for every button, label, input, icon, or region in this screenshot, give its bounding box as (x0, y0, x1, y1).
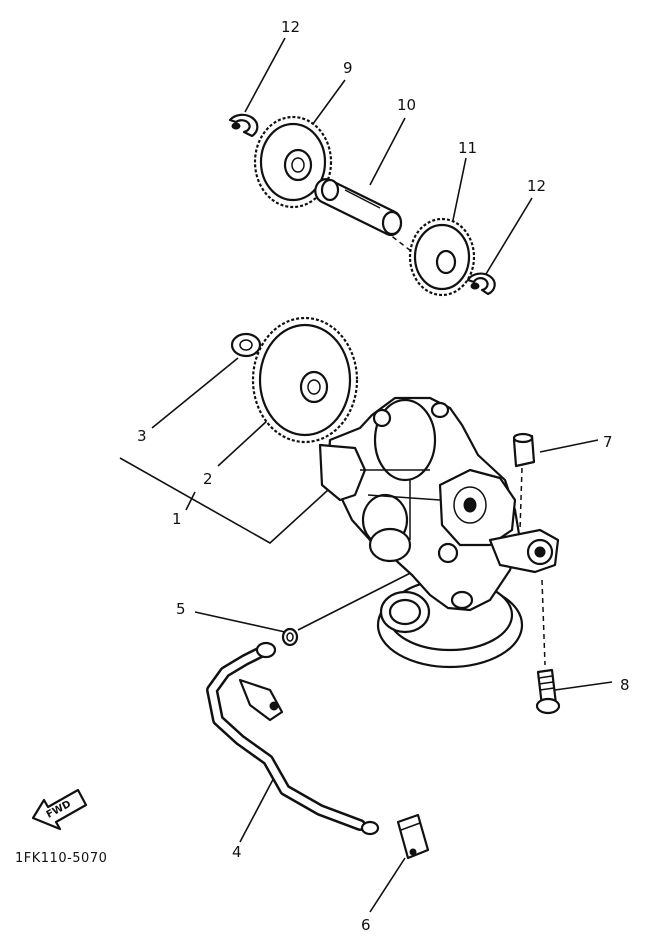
leader-1 (185, 491, 196, 511)
callout-5: 5 (176, 600, 186, 618)
leader-7 (539, 439, 599, 453)
leader-8 (554, 681, 613, 691)
bolt-part-8 (535, 668, 561, 715)
leader-8-dash (541, 579, 546, 666)
callout-9: 9 (343, 59, 353, 77)
callout-labels: 1 2 3 4 5 6 7 8 9 10 11 12 12 (137, 18, 630, 934)
callout-1: 1 (172, 510, 182, 528)
circlip-part-12-top (228, 113, 259, 138)
callout-11: 11 (458, 139, 477, 157)
leader-12-top (244, 37, 286, 113)
dowel-pin-part-7 (512, 432, 536, 468)
leader-2 (217, 419, 269, 467)
callout-6: 6 (361, 916, 371, 934)
leader-10 (369, 117, 406, 186)
leader-3 (151, 357, 239, 429)
oil-pump-assembly-part-1 (318, 396, 560, 669)
gear-part-2 (251, 316, 359, 444)
leader-6 (369, 857, 406, 913)
callout-7: 7 (603, 433, 613, 451)
oil-pipe-part-4 (206, 641, 380, 836)
circlip-part-12-right (466, 272, 496, 296)
leader-4 (239, 769, 279, 843)
leader-9 (309, 79, 346, 129)
circlip-part-3 (230, 332, 262, 358)
shaft-part-10 (314, 178, 403, 237)
leader-11 (451, 157, 467, 226)
clip-part-6 (396, 813, 430, 860)
leader-12-right (485, 197, 533, 275)
forward-arrow-icon: FWD (31, 788, 88, 831)
callout-2: 2 (203, 470, 213, 488)
callout-12-top: 12 (281, 18, 300, 36)
callout-10: 10 (397, 96, 416, 114)
diagram-code: 1FK110-5070 (15, 851, 107, 866)
leader-7-dash (519, 467, 523, 531)
leader-1-bracket (119, 457, 329, 544)
o-ring-part-5 (281, 627, 299, 647)
callout-3: 3 (137, 427, 147, 445)
callout-8: 8 (620, 676, 630, 694)
leader-lines (119, 37, 613, 913)
gear-part-11 (408, 217, 476, 297)
gear-part-9 (253, 115, 333, 209)
callout-4: 4 (232, 843, 242, 861)
leader-5 (194, 611, 286, 633)
callout-12-right: 12 (527, 177, 546, 195)
